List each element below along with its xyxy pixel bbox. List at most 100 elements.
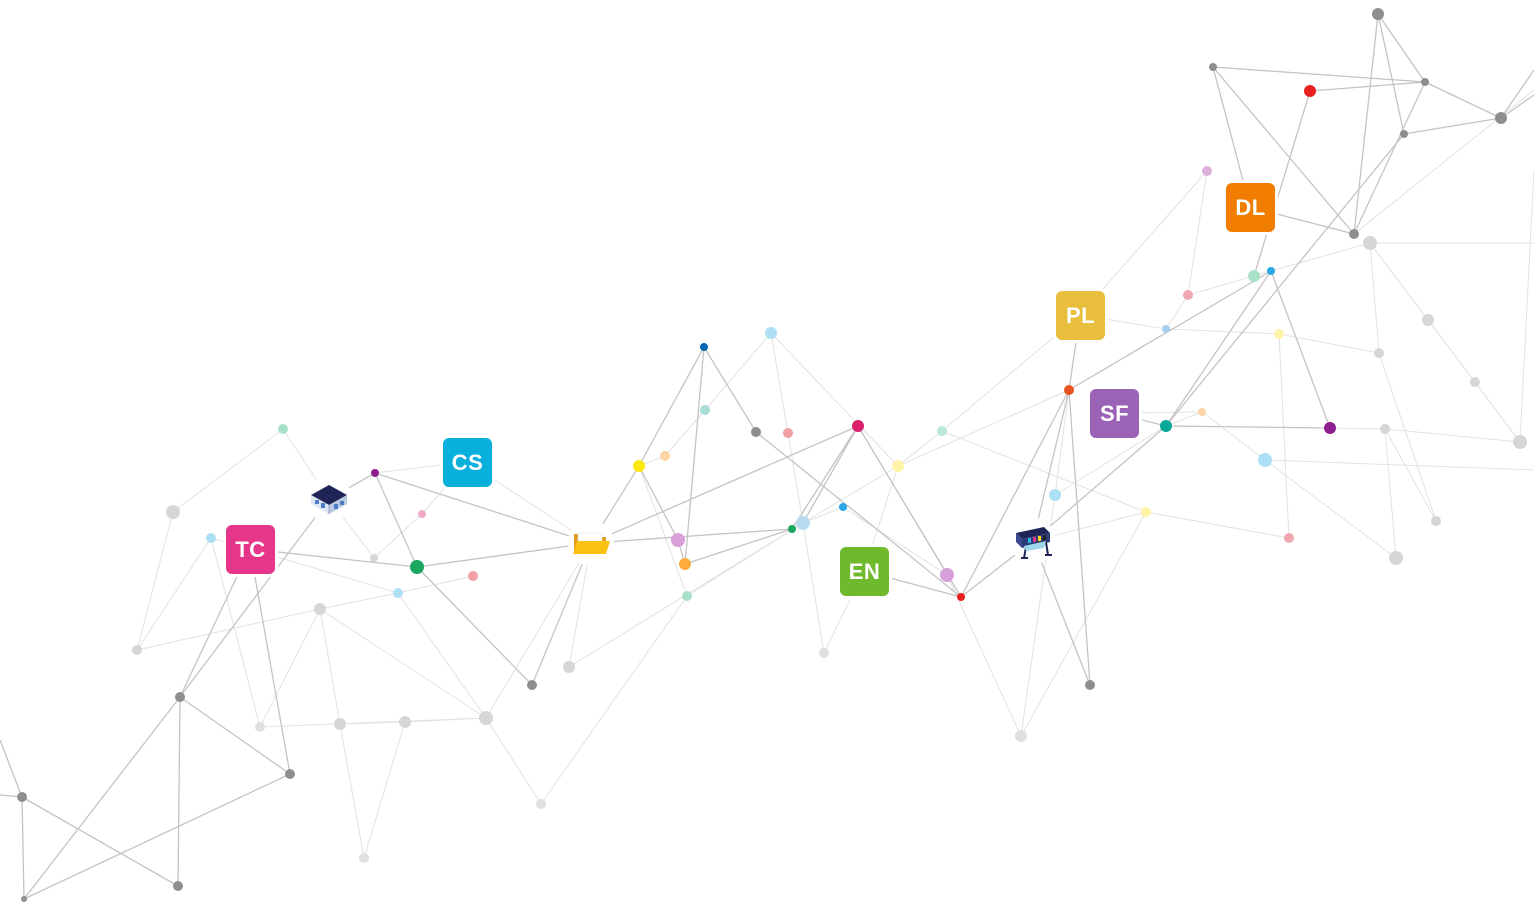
network-node — [1495, 112, 1507, 124]
network-edge — [374, 472, 592, 544]
network-edge-light — [1270, 242, 1371, 272]
network-node — [852, 420, 864, 432]
network-node — [1049, 489, 1061, 501]
printer-icon[interactable] — [1010, 518, 1056, 564]
network-edge-light — [1369, 242, 1380, 354]
network-node — [285, 769, 295, 779]
network-edge — [638, 346, 705, 467]
network-node — [957, 593, 965, 601]
network-edge — [23, 773, 291, 900]
network-edge — [179, 498, 330, 698]
network-edge — [177, 696, 181, 887]
network-edge-light — [136, 511, 174, 651]
network-edge-light — [802, 506, 844, 524]
network-node — [527, 680, 537, 690]
network-edge-light — [1054, 425, 1167, 496]
network-edge-light — [1369, 242, 1476, 383]
network-edge — [684, 346, 705, 565]
badge-tc[interactable]: TC — [226, 525, 275, 574]
network-edge-light — [397, 575, 474, 594]
network-node — [1349, 229, 1359, 239]
network-node — [751, 427, 761, 437]
network-node — [819, 648, 829, 658]
network-edge-light — [540, 595, 688, 805]
warehouse-icon[interactable] — [306, 476, 352, 522]
network-edge-light — [1474, 381, 1521, 443]
network-edge-light — [1264, 459, 1397, 559]
network-edge-light — [1165, 411, 1203, 427]
network-edge — [179, 696, 291, 775]
network-node — [1267, 267, 1275, 275]
network-node — [892, 460, 904, 472]
badge-dl[interactable]: DL — [1226, 183, 1275, 232]
network-node — [1085, 680, 1095, 690]
network-edge — [1068, 270, 1272, 391]
network-edge — [1165, 270, 1272, 427]
network-edge — [1068, 389, 1091, 686]
network-edge — [960, 389, 1070, 598]
network-edge — [791, 425, 859, 530]
network-node — [1421, 78, 1429, 86]
network-node — [1064, 385, 1074, 395]
network-edge-light — [664, 409, 706, 457]
network-edge — [1165, 133, 1405, 427]
network-edge-light — [339, 723, 365, 859]
network-edge — [1212, 66, 1426, 83]
network-node — [700, 343, 708, 351]
network-node — [255, 722, 265, 732]
badge-pl[interactable]: PL — [1056, 291, 1105, 340]
network-node — [765, 327, 777, 339]
network-node — [1198, 408, 1206, 416]
network-node — [1374, 348, 1384, 358]
network-edge — [416, 566, 533, 686]
network-edge-light — [787, 432, 804, 524]
network-node — [783, 428, 793, 438]
network-edge-light — [1519, 169, 1534, 443]
badge-en[interactable]: EN — [840, 547, 889, 596]
network-edge — [802, 425, 859, 524]
network-node — [1183, 290, 1193, 300]
folder-icon[interactable] — [568, 520, 614, 566]
network-node — [173, 881, 183, 891]
network-edge-light — [1201, 411, 1266, 461]
network-edge-light — [1378, 352, 1437, 522]
network-edge — [1032, 540, 1091, 686]
network-edge-light — [1165, 294, 1189, 330]
network-node — [1389, 551, 1403, 565]
network-edge — [1377, 13, 1426, 83]
badge-sf[interactable]: SF — [1090, 389, 1139, 438]
network-node — [700, 405, 710, 415]
network-node — [1162, 325, 1170, 333]
network-edge — [590, 528, 793, 544]
network-edge-light — [172, 428, 284, 513]
network-edge-light — [363, 721, 406, 859]
network-edge-light — [1187, 170, 1208, 296]
network-node — [796, 516, 810, 530]
network-edge — [1500, 94, 1534, 119]
network-edge-light — [1145, 511, 1290, 539]
network-edge — [755, 431, 962, 598]
network-node — [1248, 270, 1260, 282]
network-edge-light — [638, 465, 688, 597]
network-edge — [416, 542, 592, 568]
network-edge — [21, 796, 25, 900]
network-edge-light — [1278, 333, 1380, 354]
network-edge — [703, 346, 757, 433]
network-node — [1400, 130, 1408, 138]
badge-cs[interactable]: CS — [443, 438, 492, 487]
network-node — [682, 591, 692, 601]
network-edge-light — [373, 513, 423, 559]
network-edge-light — [259, 717, 487, 728]
network-node — [1431, 516, 1441, 526]
network-edge-light — [686, 522, 804, 597]
network-edge-light — [897, 389, 1070, 467]
network-node — [536, 799, 546, 809]
network-edge-light — [319, 608, 341, 725]
network-node — [410, 560, 424, 574]
network-edge-light — [1278, 333, 1290, 539]
network-node — [788, 525, 796, 533]
network-node — [679, 558, 691, 570]
network-edge-light — [802, 522, 825, 654]
network-edge — [1270, 270, 1331, 429]
